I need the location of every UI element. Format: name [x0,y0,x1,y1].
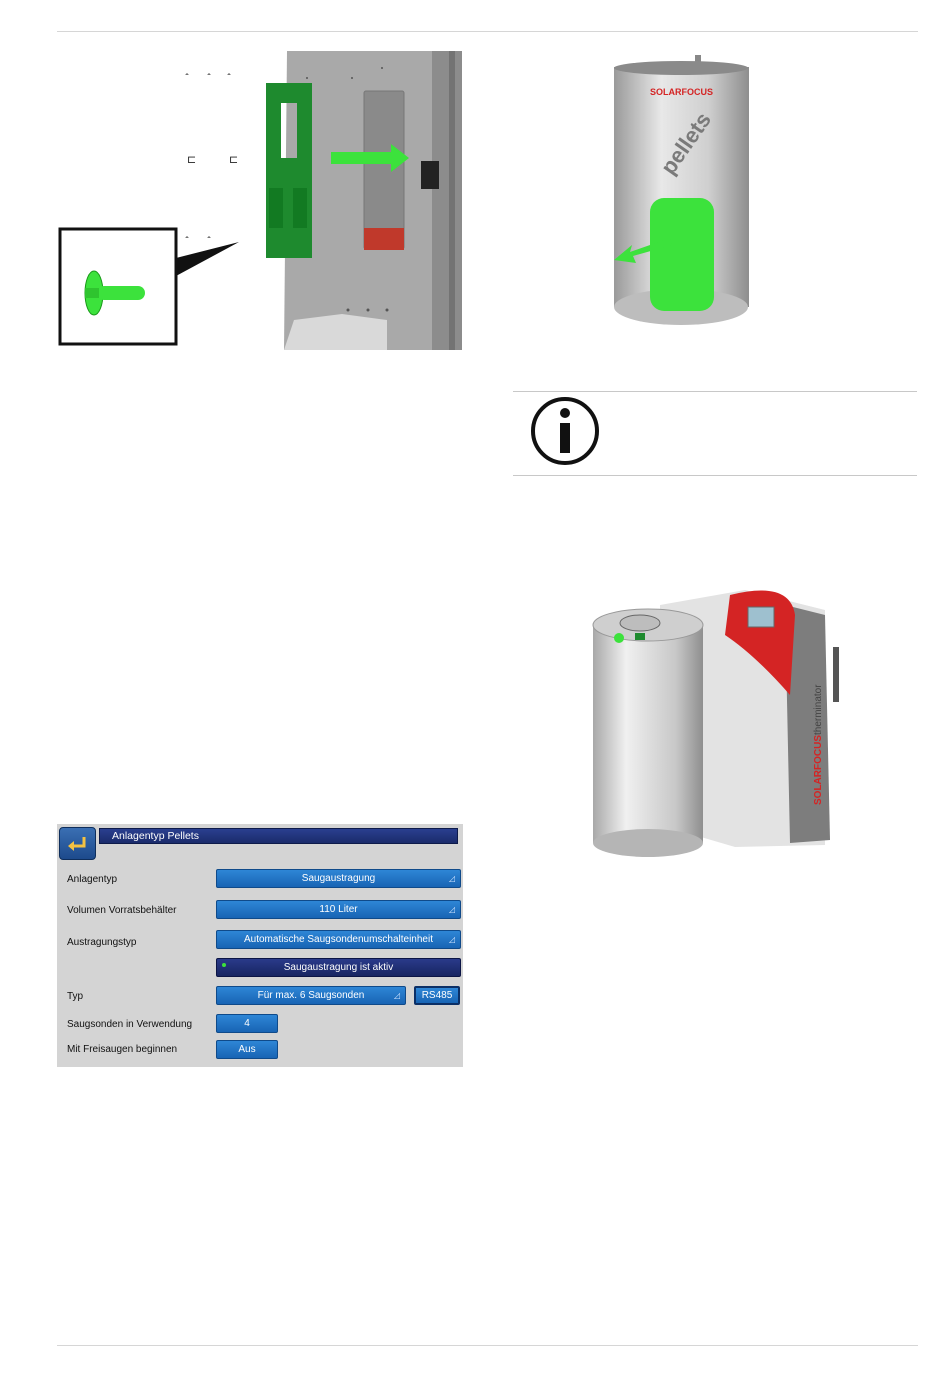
anlagentyp-select[interactable]: Saugaustragung ◿ [216,869,461,888]
svg-text:ꜙ: ꜙ [207,236,211,238]
info-box-bottom-rule [513,475,917,476]
back-button[interactable] [59,827,96,860]
info-box-top-rule [513,391,917,392]
status-text: Saugaustragung ist aktiv [283,962,394,973]
tank-brand: SOLARFOCUS [650,87,713,97]
label-austragungstyp: Austragungstyp [67,937,137,948]
saugsonden-input[interactable]: 4 [216,1014,278,1033]
label-typ: Typ [67,991,84,1002]
bottom-rule [57,1345,918,1346]
rs485-label: RS485 [421,990,453,1001]
status-indicator: Saugaustragung ist aktiv [216,958,461,977]
dropdown-marker-icon: ◿ [448,935,455,944]
boiler-model: therminator [813,684,824,735]
austragungstyp-select[interactable]: Automatische Saugsondenumschalteinheit ◿ [216,930,461,949]
label-anlagentyp: Anlagentyp [67,874,118,885]
status-dot-icon [222,963,226,967]
svg-text:⊏: ⊏ [187,153,196,166]
saugsonden-value: 4 [244,1018,250,1029]
info-icon [531,397,599,465]
svg-text:ꜙ: ꜙ [227,73,231,75]
settings-panel: Anlagentyp Pellets Anlagentyp Saugaustra… [57,824,463,1067]
dropdown-marker-icon: ◿ [448,905,455,914]
pellet-tank-illustration: SOLARFOCUS pellets [614,55,749,325]
boiler-brand: SOLARFOCUS [813,735,824,805]
typ-select[interactable]: Für max. 6 Saugsonden ◿ [216,986,406,1005]
anlagentyp-value: Saugaustragung [301,873,376,884]
dropdown-marker-icon: ◿ [393,991,400,1000]
boiler-system-illustration: SOLARFOCUS therminator [592,590,839,857]
label-freisaugen: Mit Freisaugen beginnen [67,1044,178,1055]
label-volumen: Volumen Vorratsbehälter [67,905,177,916]
panel-title: Anlagentyp Pellets [99,828,458,844]
austragungstyp-value: Automatische Saugsondenumschalteinheit [243,934,433,945]
freisaugen-toggle[interactable]: Aus [216,1040,278,1059]
svg-text:ꜙ: ꜙ [207,73,211,75]
label-saugsonden: Saugsonden in Verwendung [67,1019,193,1030]
volumen-value: 110 Liter [319,904,358,915]
typ-value: Für max. 6 Saugsonden [257,990,365,1001]
dropdown-marker-icon: ◿ [448,874,455,883]
freisaugen-value: Aus [238,1044,256,1055]
volumen-select[interactable]: 110 Liter ◿ [216,900,461,919]
svg-text:ꜙ: ꜙ [185,236,189,238]
top-rule [57,31,918,32]
svg-text:⊏: ⊏ [229,153,238,166]
svg-text:ꜙ: ꜙ [185,73,189,75]
rs485-button[interactable]: RS485 [414,986,460,1005]
back-arrow-icon [68,837,86,851]
mounting-bracket-illustration: ꜙ ꜙ ꜙ ⊏ ⊏ ꜙ ꜙ [58,51,462,350]
